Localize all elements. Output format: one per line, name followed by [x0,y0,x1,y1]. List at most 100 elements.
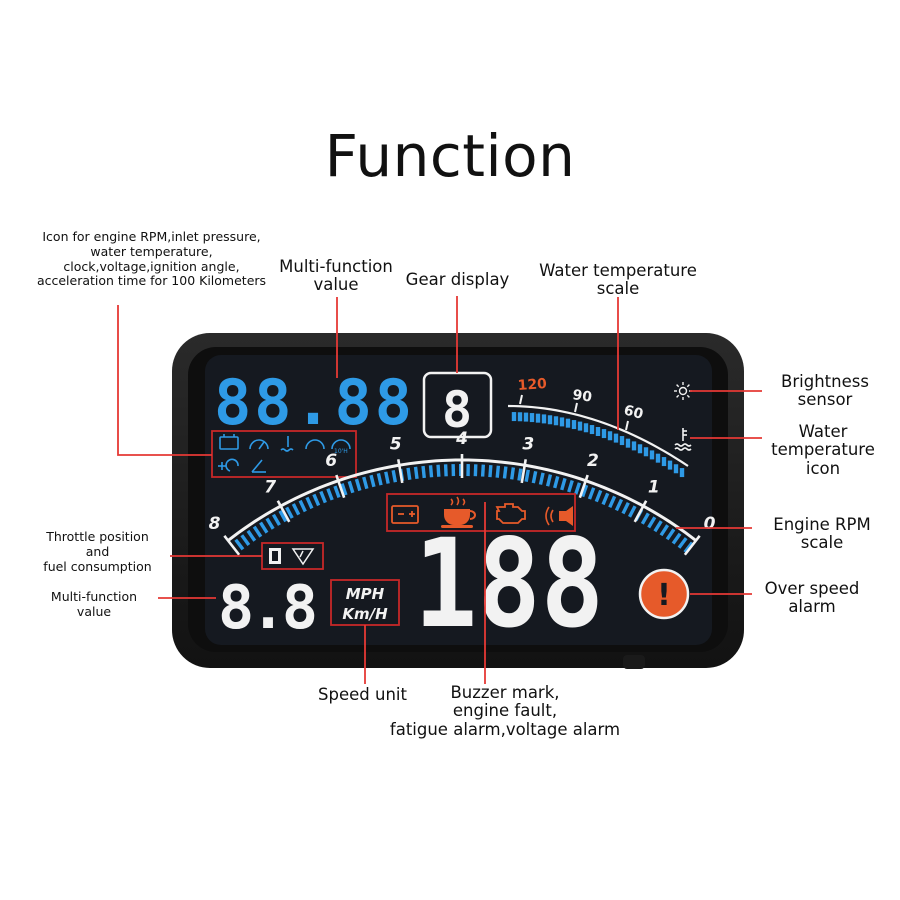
buzzer-icon [545,506,573,526]
rpm-scale-tick [683,535,701,556]
rpm-scale-segment [601,492,610,506]
rpm-scale-segment [608,495,617,509]
water-scale-block [655,453,661,463]
unit-kmh: Km/H [342,605,388,623]
ignition-angle-icon [251,459,266,473]
water-scale-block [643,447,649,457]
water-scale-block [613,433,619,443]
water-scale-block [673,464,679,474]
engine-fault-icon [495,503,526,524]
rpm-scale-segment [347,480,355,494]
coffee-fatigue-icon [441,496,476,528]
rpm-tick-label-3: 3 [522,435,534,455]
rpm-scale-segment [567,480,574,493]
water-scale-block [511,412,517,422]
water-scale-block [667,460,673,470]
rpm-scale-segment [340,483,348,496]
battery-warning-icon [391,505,419,524]
rpm-scale-segment [659,524,670,537]
rpm-scale-segment [413,466,419,480]
leader-lines [117,296,762,684]
water-scale-block [547,415,553,425]
rpm-scale-segment [436,464,441,477]
rpm-scale-segment [665,528,676,541]
rpm-tick-label-7: 7 [264,478,276,498]
rpm-scale-segment [594,489,603,503]
water-scale-block [595,427,601,436]
rpm-tick-label-6: 6 [325,451,337,471]
label-icon-description: Icon for engine RPM,inlet pressure,water… [36,229,267,289]
rpm-scale-segment [581,484,589,498]
rpm-scale-segment [502,466,508,479]
overspeed-symbol: ! [657,578,671,613]
rpm-tick-label-5: 5 [390,435,402,455]
label-speed-unit: Speed unit [318,685,407,704]
rpm-scale-segment [421,465,426,479]
rpm-scale-tick [223,535,241,556]
rpm-scale-segment [671,532,682,545]
rpm-tick-label-8: 8 [209,514,221,534]
fuel-consumption-icon [291,548,315,566]
water-scale-block [517,412,523,422]
rpm-scale-segment [677,537,688,549]
water-scale-block [679,468,685,478]
warning-icons-box [386,493,576,532]
rpm-scale-segment [545,474,553,487]
rpm-scale-segment [495,465,501,478]
water-scale-block [601,429,607,439]
voltage-plus-icon [218,458,239,472]
rpm-scale-segment [305,496,314,510]
device-side-button [623,655,645,669]
rpm-scale-segment [647,516,657,529]
rpm-scale-segment [488,464,493,478]
water-temp-scale [507,394,689,478]
rpm-scale-segment [574,482,582,495]
rpm-scale-segment [391,470,398,483]
rpm-scale-segment [354,478,362,492]
gauge-icon [249,439,269,450]
small-value-digits: 8.8 [218,573,318,643]
water-scale-block [553,416,559,426]
rpm-scale-segment [240,534,251,546]
rpm-scale-segment [428,465,434,478]
unit-mph: MPH [346,585,385,603]
water-scale-tick [574,402,578,413]
gear-digit: 8 [442,381,472,439]
rpm-scale-segment [246,529,257,542]
rpm-scale-tick [578,474,589,499]
rpm-scale-segment [384,471,390,484]
rpm-scale-segment [531,470,538,484]
rpm-scale-segment [621,502,630,515]
water-scale-block [565,418,571,428]
rpm-tick-label-1: 1 [648,478,660,498]
timer-gauge-icon [331,439,351,450]
rpm-scale-segment [524,469,530,482]
rpm-tick-label-0: 0 [704,514,716,534]
rpm-scale-segment [333,485,341,498]
overspeed-alarm-icon [638,568,690,620]
rpm-scale-segment [683,541,694,554]
rpm-scale-segment [252,525,263,538]
rpm-scale-segment [538,472,545,485]
rpm-scale-segment [271,513,281,526]
rpm-scale-segment [362,476,369,490]
rpm-scale-segment [291,503,301,516]
rpm-scale-segment [553,475,560,489]
rpm-scale-segment [312,493,321,507]
icon-cluster-box [211,430,357,478]
water-scale-block [541,414,547,424]
water-scale-block [583,423,589,433]
rpm-scale-segment [640,512,650,525]
rpm-scale-segment [326,488,334,501]
water-scale-block [559,417,565,427]
rpm-tick-label-4: 4 [455,429,468,449]
water-scale-block [589,425,595,435]
rpm-scale-segment [406,467,412,481]
label-gear-display: Gear display [405,270,510,289]
